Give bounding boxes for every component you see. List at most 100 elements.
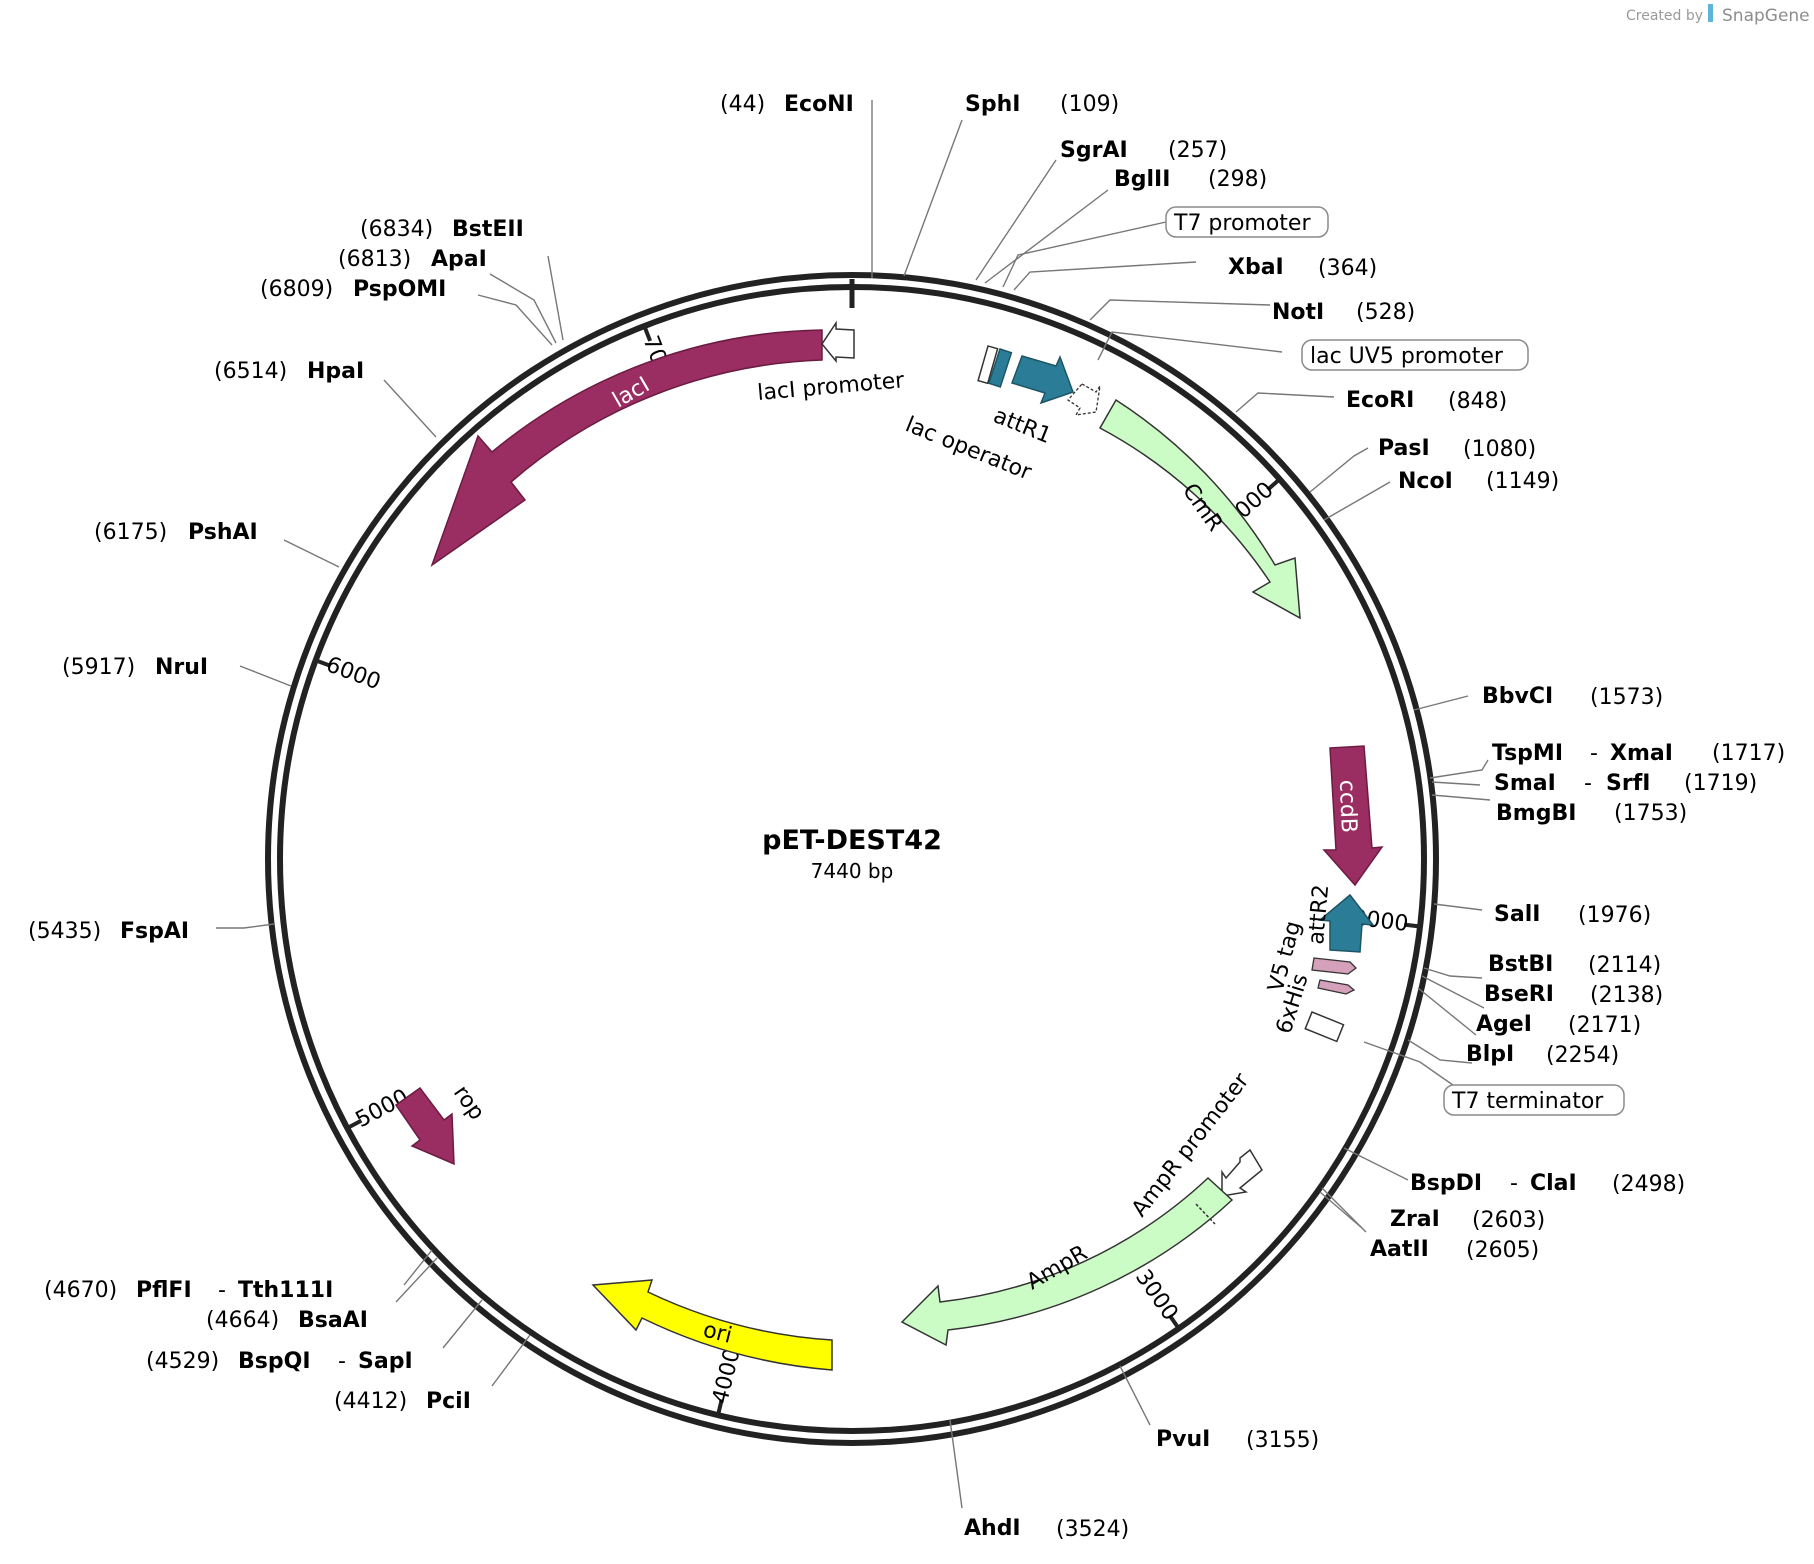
site-pos: (4670) <box>44 1278 117 1303</box>
site-name[interactable]: Tth111I <box>238 1278 333 1303</box>
credit-prefix: Created by <box>1626 8 1703 24</box>
site-pos: (3155) <box>1246 1428 1319 1453</box>
site-pos: (3524) <box>1056 1517 1129 1542</box>
site-name[interactable]: BspQI <box>238 1349 311 1374</box>
site-pos: (1080) <box>1463 437 1536 462</box>
site-name[interactable]: PshAI <box>188 520 258 545</box>
site-name[interactable]: BsaAI <box>298 1308 368 1333</box>
site-pos: (364) <box>1318 256 1377 281</box>
feature-lacI-promoter[interactable] <box>821 320 855 364</box>
site-name[interactable]: AhdI <box>964 1516 1021 1541</box>
site-name[interactable]: PspOMI <box>353 277 446 302</box>
site-name[interactable]: TspMI <box>1492 741 1563 766</box>
site-dash: - <box>338 1349 346 1374</box>
feature-lacI[interactable] <box>430 329 823 567</box>
site-name[interactable]: PflFI <box>136 1278 192 1303</box>
site-pos: (5435) <box>28 919 101 944</box>
site-labels: (44) EcoNI SphI (109) SgrAI (257) BglII … <box>28 92 1785 1542</box>
tick-mark <box>1167 1314 1180 1328</box>
boxed-label-T7-promoter-frame <box>1165 206 1329 238</box>
site-name[interactable]: PvuI <box>1156 1427 1210 1452</box>
boxed-label-T7-terminator: T7 terminator <box>1451 1089 1604 1114</box>
site-name[interactable]: SmaI <box>1494 771 1556 796</box>
site-name[interactable]: BspDI <box>1410 1171 1482 1196</box>
site-name[interactable]: HpaI <box>307 359 364 384</box>
site-name[interactable]: SgrAI <box>1060 138 1128 163</box>
site-pos: (528) <box>1356 300 1415 325</box>
label-rop: rop <box>448 1081 489 1125</box>
feature-AmpR[interactable] <box>900 1176 1234 1347</box>
site-name[interactable]: NotI <box>1272 300 1324 325</box>
site-pos: (1149) <box>1486 469 1559 494</box>
feature-rop[interactable] <box>394 1086 455 1166</box>
site-pos: (2498) <box>1612 1172 1685 1197</box>
site-name[interactable]: NcoI <box>1398 469 1453 494</box>
site-name[interactable]: SphI <box>965 92 1020 117</box>
site-dash: - <box>218 1278 226 1303</box>
feature-attR1[interactable] <box>1011 355 1074 405</box>
feature-ccdB[interactable] <box>1322 745 1384 887</box>
boxed-label-lac-UV5-frame <box>1301 339 1529 371</box>
site-name[interactable]: BmgBI <box>1496 801 1576 826</box>
site-dash: - <box>1510 1171 1518 1196</box>
tick-mark <box>316 659 332 668</box>
label-attR1: attR1 <box>990 403 1055 449</box>
site-pos: (2114) <box>1588 953 1661 978</box>
site-name[interactable]: XmaI <box>1610 741 1673 766</box>
site-name[interactable]: XbaI <box>1228 255 1284 280</box>
feature-AmpR-promoter[interactable] <box>1221 1148 1263 1197</box>
site-name[interactable]: SrfI <box>1606 771 1650 796</box>
site-name[interactable]: AatII <box>1370 1237 1429 1262</box>
boxed-label-lac-UV5: lac UV5 promoter <box>1310 344 1504 369</box>
site-name[interactable]: FspAI <box>120 919 189 944</box>
site-pos: (6514) <box>214 359 287 384</box>
site-pos: (44) <box>720 92 765 117</box>
site-pos: (848) <box>1448 389 1507 414</box>
site-name[interactable]: AgeI <box>1476 1012 1532 1037</box>
feature-ori[interactable] <box>591 1279 833 1371</box>
site-name[interactable]: SalI <box>1494 902 1540 927</box>
site-name[interactable]: BstEII <box>452 217 524 242</box>
site-pos: (6834) <box>360 217 433 242</box>
site-name[interactable]: NruI <box>155 655 208 680</box>
site-name[interactable]: PciI <box>426 1389 471 1414</box>
site-name[interactable]: EcoRI <box>1346 388 1414 413</box>
site-name[interactable]: BstBI <box>1488 952 1553 977</box>
tick-mark <box>348 1118 363 1129</box>
site-name[interactable]: SapI <box>358 1349 413 1374</box>
site-name[interactable]: PasI <box>1378 436 1430 461</box>
site-dash: - <box>1590 741 1598 766</box>
backbone-outer <box>265 272 1439 1446</box>
site-name[interactable]: ClaI <box>1530 1171 1577 1196</box>
feature-T7-terminator[interactable] <box>1304 1011 1345 1043</box>
site-name[interactable]: ZraI <box>1390 1207 1440 1232</box>
site-pos: (2605) <box>1466 1238 1539 1263</box>
site-pos: (5917) <box>62 655 135 680</box>
feature-attR2[interactable] <box>1318 893 1375 953</box>
plasmid-name: pET-DEST42 <box>762 825 942 856</box>
feature-lac-operator[interactable] <box>1067 383 1101 416</box>
site-name[interactable]: BseRI <box>1484 982 1554 1007</box>
site-dash: - <box>1584 771 1592 796</box>
ampr-promoter-divider <box>1195 1203 1216 1225</box>
site-name[interactable]: BglII <box>1114 167 1170 192</box>
site-name[interactable]: ApaI <box>431 247 487 272</box>
tick-mark <box>1403 922 1419 929</box>
site-pos: (1976) <box>1578 903 1651 928</box>
site-pos: (2171) <box>1568 1013 1641 1038</box>
feature-V5-tag[interactable] <box>1311 957 1357 975</box>
site-pos: (2603) <box>1472 1208 1545 1233</box>
credit-brand: SnapGene <box>1722 6 1810 26</box>
site-pos: (2138) <box>1590 983 1663 1008</box>
site-name[interactable]: BbvCI <box>1482 684 1553 709</box>
site-pos: (1717) <box>1712 741 1785 766</box>
site-name[interactable]: BlpI <box>1466 1042 1514 1067</box>
site-name[interactable]: EcoNI <box>784 92 854 117</box>
feature-CmR[interactable] <box>1098 398 1301 620</box>
label-lacI-promoter: lacI promoter <box>756 368 906 406</box>
site-pos: (1573) <box>1590 685 1663 710</box>
feature-attR1-small[interactable] <box>987 348 1013 388</box>
feature-6xHis[interactable] <box>1317 979 1356 995</box>
feature-attR1-left-box <box>977 345 999 385</box>
